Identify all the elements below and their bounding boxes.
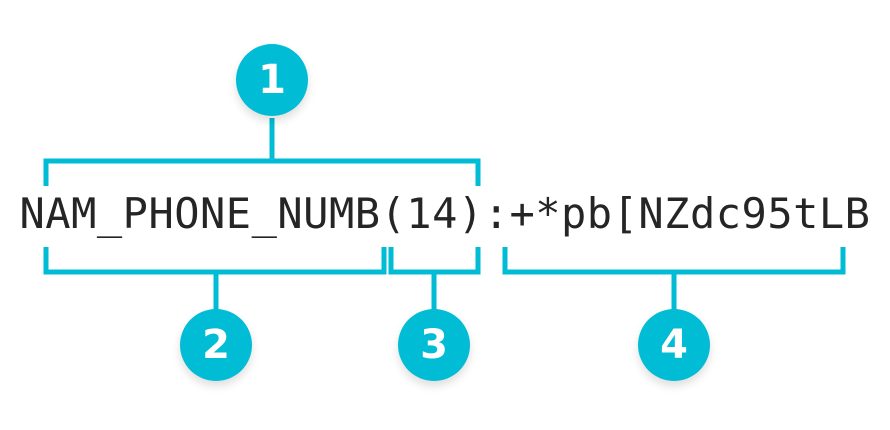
marker-badge-1[interactable]: 1 — [236, 44, 308, 116]
marker-badge-2[interactable]: 2 — [180, 309, 252, 381]
bracket-2-path — [43, 247, 387, 275]
bracket-2-group — [43, 247, 387, 312]
code-string: NAM_PHONE_NUMB(14):+*pb[NZdc95tLB — [19, 189, 871, 238]
marker-badge-3[interactable]: 3 — [398, 309, 470, 381]
bracket-3-path — [388, 247, 481, 275]
bracket-3-group — [388, 247, 481, 312]
bracket-1-path — [43, 158, 481, 186]
marker-badge-4[interactable]: 4 — [638, 309, 710, 381]
bracket-1-group — [43, 118, 481, 186]
bracket-4-group — [502, 247, 846, 312]
bracket-4-path — [502, 247, 846, 275]
